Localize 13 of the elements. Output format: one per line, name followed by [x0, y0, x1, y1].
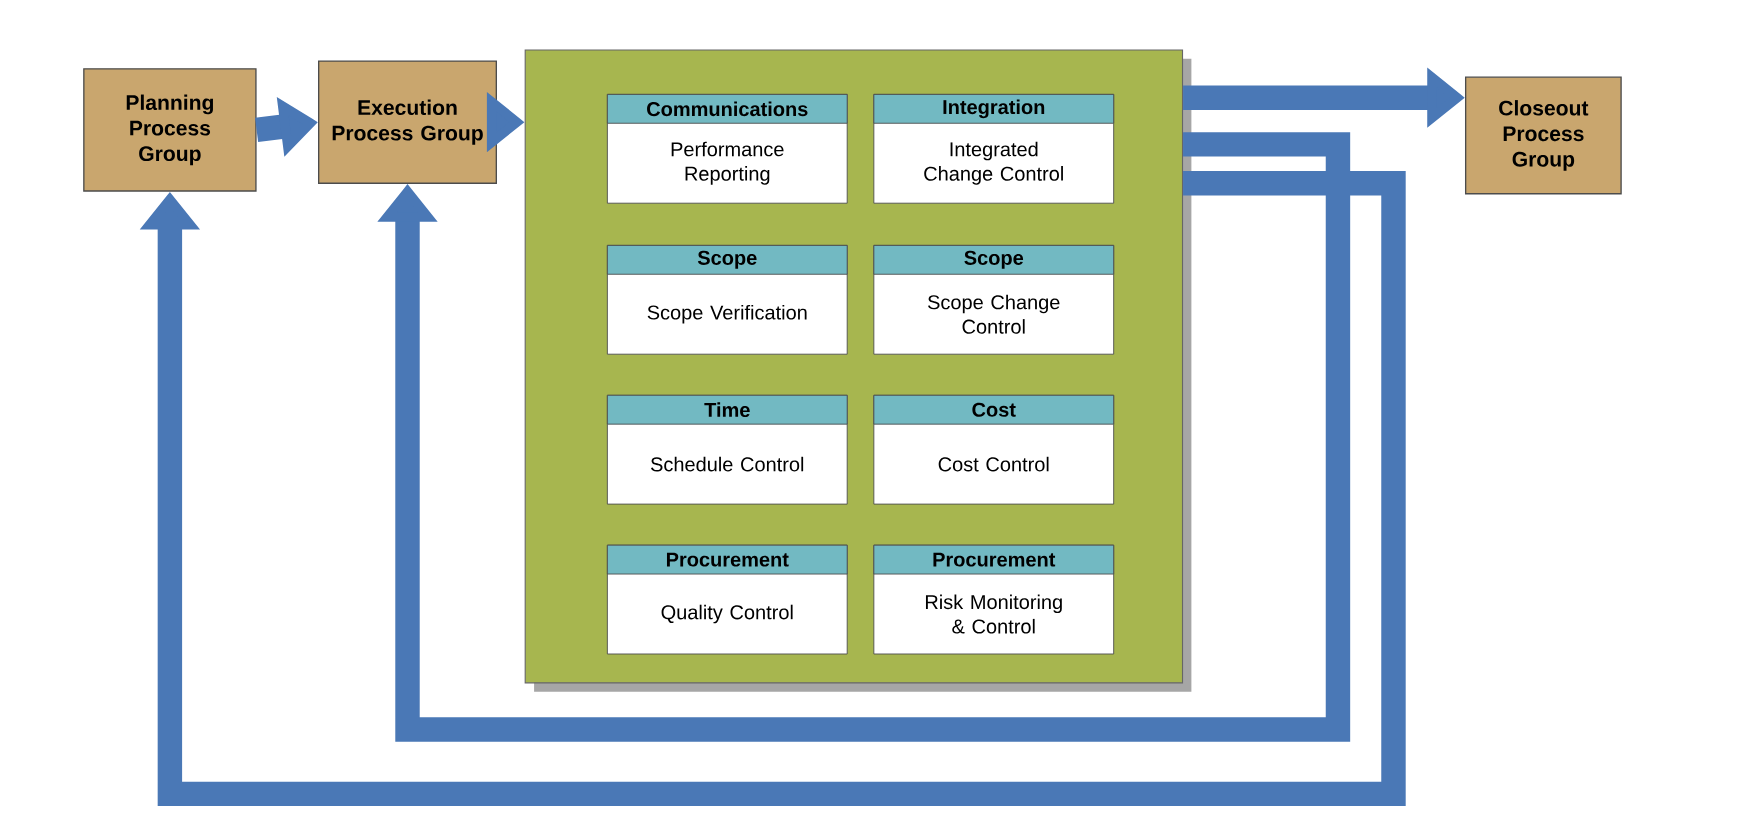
- process-card: Procurement Risk Monitoring & Control: [873, 544, 1115, 655]
- process-group-box: Execution Process Group: [318, 60, 497, 184]
- process-card: Scope Scope Change Control: [873, 244, 1115, 355]
- process-group-box: Planning Process Group: [83, 67, 257, 192]
- process-group-box: Closeout Process Group: [1465, 76, 1622, 195]
- process-card: Cost Cost Control: [873, 394, 1115, 505]
- block-arrow: [139, 170, 1406, 806]
- process-card: Scope Scope Verification: [606, 244, 848, 355]
- process-card: Time Schedule Control: [606, 394, 848, 505]
- process-card: Procurement Quality Control: [606, 544, 848, 655]
- block-arrow: [377, 131, 1351, 742]
- process-card: Communications Performance Reporting: [606, 93, 848, 204]
- process-card: Integration Integrated Change Control: [873, 93, 1115, 204]
